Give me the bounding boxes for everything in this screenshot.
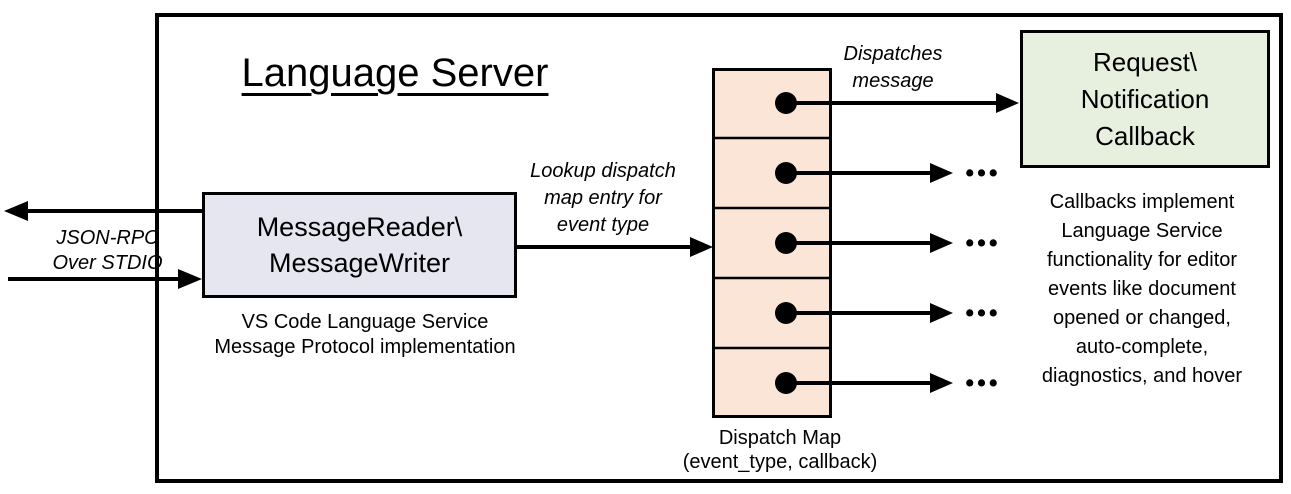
lookup-label-line-2: map entry for xyxy=(544,187,662,209)
dispatch-map-caption: Dispatch Map (event_type, callback) xyxy=(655,426,905,474)
diagram-title: Language Server xyxy=(241,51,549,95)
callbacks-note-line-6: auto-complete, xyxy=(1075,336,1209,358)
map-caption-line-2: (event_type, callback) xyxy=(682,451,878,473)
request-notification-callback-box: Request\ Notification Callback xyxy=(1020,30,1270,168)
callbacks-description-text: Callbacks implement Language Service fun… xyxy=(1000,188,1284,391)
ellipsis-row-4: ••• xyxy=(965,299,1001,327)
language-server-container-box xyxy=(155,13,1283,483)
json-rpc-stdio-label: JSON-RPC Over STDIO xyxy=(25,226,190,276)
callback-box-line-2: Notification xyxy=(1080,83,1210,114)
dispatches-label-line-2: message xyxy=(852,70,934,92)
callback-box-line-1: Request\ xyxy=(1092,46,1198,77)
reader-caption-line-2: Message Protocol implementation xyxy=(214,336,516,358)
message-reader-writer-box: MessageReader\ MessageWriter xyxy=(202,192,517,298)
io-label-line-1: JSON-RPC xyxy=(56,227,159,249)
callbacks-note-line-4: events like document xyxy=(1048,278,1236,300)
callbacks-note-line-7: diagnostics, and hover xyxy=(1041,365,1243,387)
callback-box-line-3: Callback xyxy=(1095,120,1195,151)
dispatches-message-label: Dispatches message xyxy=(813,41,973,95)
reader-box-line-2: MessageWriter xyxy=(268,248,451,278)
callbacks-note-line-1: Callbacks implement xyxy=(1049,191,1235,213)
reader-box-line-1: MessageReader\ xyxy=(256,212,463,242)
callbacks-note-line-2: Language Service xyxy=(1061,220,1223,242)
dispatches-label-line-1: Dispatches xyxy=(843,43,943,65)
reader-caption-line-1: VS Code Language Service xyxy=(241,311,489,333)
lookup-label-line-3: event type xyxy=(556,214,650,236)
dispatch-map-box xyxy=(712,68,832,418)
io-label-line-2: Over STDIO xyxy=(52,252,163,274)
callbacks-note-line-5: opened or changed, xyxy=(1053,307,1231,329)
map-caption-line-1: Dispatch Map xyxy=(718,427,842,449)
ellipsis-row-5: ••• xyxy=(965,369,1001,397)
ellipsis-row-3: ••• xyxy=(965,229,1001,257)
lookup-label-line-1: Lookup dispatch xyxy=(530,160,676,182)
lookup-dispatch-label: Lookup dispatch map entry for event type xyxy=(513,158,693,239)
ellipsis-row-2: ••• xyxy=(965,159,1001,187)
callbacks-note-line-3: functionality for editor xyxy=(1046,249,1238,271)
reader-box-caption: VS Code Language Service Message Protoco… xyxy=(190,310,540,360)
